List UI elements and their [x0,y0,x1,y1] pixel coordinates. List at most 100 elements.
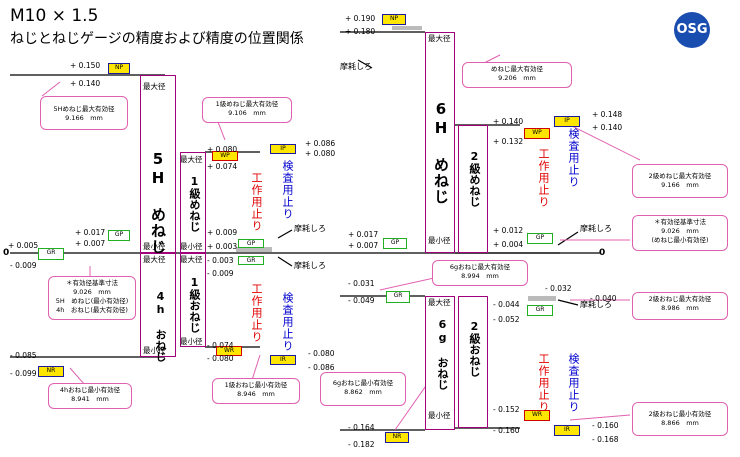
left-wear-upper: 摩耗しろ [294,224,326,233]
right-cls-gp-hi: + 0.012 [493,226,524,235]
left-inspect-stop-lower: 検査用止り [281,292,294,352]
right-female-class: 2級めねじ [468,150,481,207]
right-cls-gr-b: - 0.052 [493,315,520,324]
right-gr-gauge: GR [386,291,410,303]
left-nr-hi: - 0.085 [10,351,37,360]
right-cls-gr-gauge: GR [527,305,553,316]
left-ir-lo: - 0.086 [308,363,335,372]
right-work-stop-upper: 工作用止り [537,148,550,208]
left-gr-lo: - 0.009 [10,261,37,270]
page-subtitle: ねじとねじゲージの精度および精度の位置関係 [10,31,304,47]
right-male-class2-bar [458,296,488,428]
left-inspect-stop-upper: 検査用止り [281,160,294,220]
left-ir-gauge: IR [270,355,296,365]
left-gp-gauge: GP [108,230,130,241]
right-ip-lo: + 0.140 [592,123,623,132]
right-np-gauge: NP [382,14,406,25]
osg-logo: OSG [674,12,710,48]
left-ip-hi: + 0.086 [305,139,336,148]
right-nr-hi: - 0.164 [348,423,375,432]
left-cls-gr-hi: - 0.003 [207,256,234,265]
right-gr-lo: - 0.049 [348,296,375,305]
left-c1m-max-label: 最大径 [180,255,203,264]
left-gr-hi: + 0.005 [8,241,39,250]
right-ir-gauge: IR [554,425,580,436]
left-male-max-label: 最大径 [143,255,166,264]
right-wear-top: 摩耗しろ [340,62,372,71]
left-wp-gauge: WP [212,151,238,161]
right-wr-gauge: WR [524,410,550,421]
left-cls-gp-lo: + 0.003 [207,242,238,251]
right-female-6h-bar [425,32,455,253]
right-male-max-label: 最大径 [428,298,451,307]
left-gp-hi: + 0.017 [75,228,106,237]
left-c1-min-label: 最小径 [180,242,203,251]
right-ir-lo: - 0.168 [592,435,619,444]
left-work-stop-lower: 工作用止り [250,283,263,343]
right-gp-gauge: GP [383,238,407,249]
left-female-grade: 5H めねじ [149,150,167,255]
right-cls-gp-gauge: GP [527,233,553,244]
left-np-lo: + 0.140 [70,79,101,88]
left-np-gauge: NP [108,63,130,74]
right-male-6g-bar [425,296,455,430]
right-male-grade: 6g おねじ [436,318,449,390]
left-wp-lo: + 0.074 [207,162,238,171]
left-nr-lo: - 0.099 [10,369,37,378]
right-cls-gr-lo: - 0.040 [590,294,617,303]
right-nr-lo: - 0.182 [348,440,375,449]
left-min-label: 最小径 [143,242,166,251]
right-wr-lo: - 0.160 [493,426,520,435]
right-wp-lo: + 0.132 [493,137,524,146]
right-wr-hi: - 0.152 [493,405,520,414]
left-female-5h-bar [140,75,176,253]
right-max-label: 最大径 [428,34,451,43]
left-wr-hi: - 0.074 [207,341,234,350]
right-work-stop-lower: 工作用止り [537,353,550,413]
left-male-4h-bar [140,253,176,357]
left-ir-hi: - 0.080 [308,349,335,358]
left-male-class1-bar [180,253,206,347]
left-male-grade: 4h おねじ [154,290,167,362]
left-c1-max-label: 最大径 [180,155,203,164]
left-work-stop-upper: 工作用止り [250,172,263,232]
left-female-class1-bar [180,152,206,253]
right-gp-hi: + 0.017 [348,230,379,239]
right-wear-lower: 摩耗しろ [580,300,612,309]
left-wear-lower: 摩耗しろ [294,261,326,270]
left-ip-lo: + 0.080 [305,149,336,158]
right-wear-upper: 摩耗しろ [580,224,612,233]
right-gr-hi: - 0.031 [348,279,375,288]
left-cls-gp-gauge: GP [238,239,264,248]
right-female-grade: 6H めねじ [432,100,450,205]
right-ip-hi: + 0.148 [592,110,623,119]
right-male-class: 2級おねじ [468,320,481,377]
left-male-min-label: 最小径 [143,346,166,355]
right-gp-lo: + 0.007 [348,241,379,250]
right-nr-gauge: NR [385,432,409,443]
right-cls-gr-a: - 0.044 [493,300,520,309]
left-wr-lo: - 0.080 [207,354,234,363]
left-cls-gr-gauge: GR [238,256,264,265]
right-cls-gr-hi: - 0.032 [545,284,572,293]
left-gp-lo: + 0.007 [75,239,106,248]
right-np-hi: + 0.190 [345,14,376,23]
right-cls-gp-lo: + 0.004 [493,240,524,249]
right-inspect-stop-lower: 検査用止り [567,353,580,413]
left-wp-hi: + 0.080 [207,145,238,154]
right-wp-hi: + 0.140 [493,117,524,126]
left-max-label: 最大径 [143,82,166,91]
left-cls-gp-hi: + 0.009 [207,228,238,237]
left-ip-gauge: IP [270,144,296,154]
